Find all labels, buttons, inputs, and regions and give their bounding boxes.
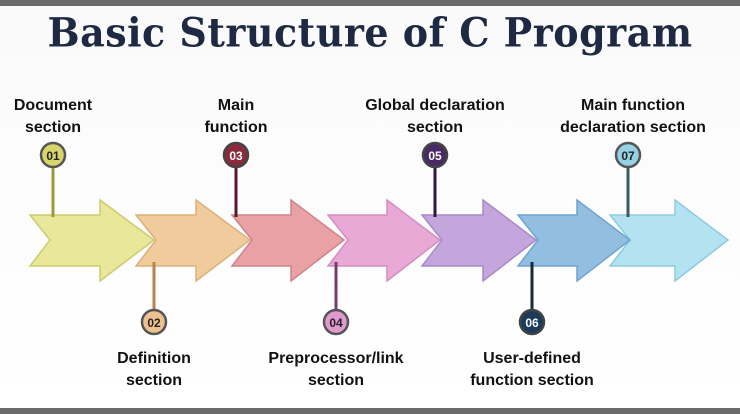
step-label-line2: section <box>24 119 81 136</box>
step-label-03: Main function <box>186 95 286 139</box>
step-label-05: Global declaration section <box>355 95 515 139</box>
step-label-01: Document section <box>3 95 103 139</box>
marker-number: 03 <box>229 149 243 163</box>
marker-01: 01 <box>39 141 67 169</box>
arrow-06 <box>516 198 632 283</box>
arrow-07 <box>608 198 730 283</box>
marker-number: 07 <box>621 149 635 163</box>
step-label-line2: declaration section <box>560 119 706 136</box>
step-label-line2: section <box>125 372 182 389</box>
arrow-03 <box>230 198 346 283</box>
marker-06: 06 <box>518 308 546 336</box>
step-label-line1: Main <box>217 97 255 114</box>
step-label-line1: Document <box>13 97 93 114</box>
step-label-line2: function <box>204 119 268 136</box>
marker-03: 03 <box>222 141 250 169</box>
marker-04: 04 <box>322 308 350 336</box>
marker-number: 02 <box>147 316 161 330</box>
step-label-line2: section <box>406 119 463 136</box>
marker-number: 06 <box>525 316 539 330</box>
arrow-04 <box>326 198 442 283</box>
arrow-02 <box>134 198 252 283</box>
step-label-07: Main function declaration section <box>548 95 718 139</box>
step-label-line1: Definition <box>117 350 191 367</box>
step-label-06: User-defined function section <box>452 348 612 392</box>
step-label-04: Preprocessor/link section <box>256 348 416 392</box>
step-label-02: Definition section <box>104 348 204 392</box>
step-label-line1: User-defined <box>483 350 581 367</box>
step-label-line1: Main function <box>581 97 685 114</box>
step-label-line1: Preprocessor/link <box>268 350 404 367</box>
arrow-01 <box>28 198 156 283</box>
arrow-05 <box>420 198 538 283</box>
step-label-line2: function section <box>470 372 594 389</box>
marker-05: 05 <box>421 141 449 169</box>
marker-number: 05 <box>428 149 442 163</box>
diagram-title: Basic Structure of C Program <box>47 8 693 57</box>
step-label-line2: section <box>307 372 364 389</box>
step-label-line1: Global declaration <box>365 97 505 114</box>
marker-02: 02 <box>140 308 168 336</box>
marker-07: 07 <box>614 141 642 169</box>
marker-number: 04 <box>329 316 343 330</box>
marker-number: 01 <box>46 149 60 163</box>
